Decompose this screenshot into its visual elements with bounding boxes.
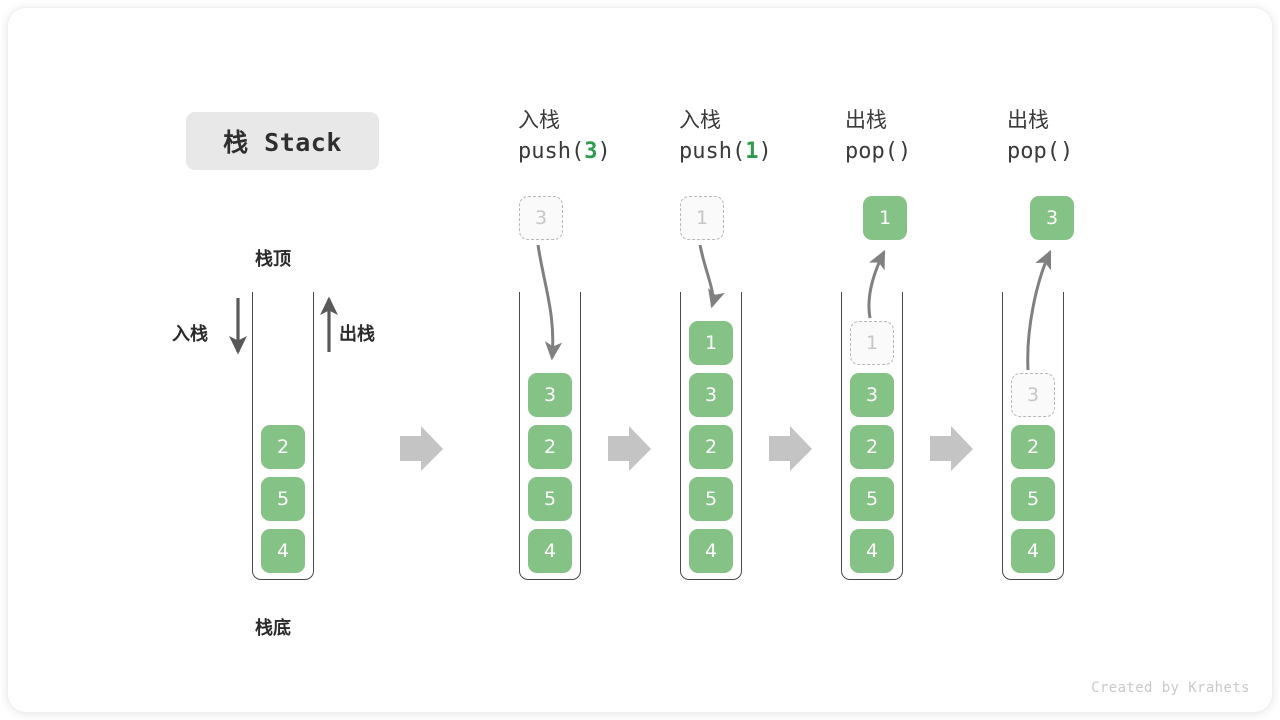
- step-pop-1-floating-item: 1: [863, 196, 907, 240]
- step-operation-code-pop-2: pop(): [1007, 136, 1177, 168]
- step-push-3-floating-item: 3: [519, 196, 563, 240]
- step-pop-1-item-1: 3: [850, 373, 894, 417]
- step-operation-code-pop-1: pop(): [845, 136, 1015, 168]
- code-prefix: push(: [679, 139, 746, 164]
- step-pop-2-item-0: 3: [1011, 373, 1055, 417]
- step-push-1-item-4: 4: [689, 529, 733, 573]
- step-header-push-3: 入栈 push(3): [518, 106, 688, 168]
- step-pop-1-item-4: 4: [850, 529, 894, 573]
- base-stack-item-0: 2: [261, 425, 305, 469]
- step-operation-code-push-3: push(3): [518, 136, 688, 168]
- code-prefix: pop(: [1007, 139, 1060, 164]
- code-prefix: pop(: [845, 139, 898, 164]
- step-push-3-item-3: 4: [528, 529, 572, 573]
- code-suffix: ): [1059, 139, 1074, 164]
- step-operation-cn-pop-1: 出栈: [845, 109, 887, 132]
- step-operation-cn-pop-2: 出栈: [1007, 109, 1049, 132]
- code-suffix: ): [597, 139, 611, 164]
- code-prefix: push(: [518, 139, 585, 164]
- stack-bottom-label: 栈底: [255, 618, 291, 638]
- push-direction-label: 入栈: [172, 324, 208, 344]
- credit-text: Created by Krahets: [1091, 680, 1250, 696]
- pop-direction-label: 出栈: [339, 324, 375, 344]
- step-push-3-item-1: 2: [528, 425, 572, 469]
- step-pop-2-item-3: 4: [1011, 529, 1055, 573]
- step-pop-1-tube: [841, 292, 903, 580]
- step-push-1-item-3: 5: [689, 477, 733, 521]
- base-stack-tube: [252, 292, 314, 580]
- step-header-pop-1: 出栈 pop(): [845, 106, 1015, 168]
- step-operation-cn-push-1: 入栈: [679, 109, 721, 132]
- step-push-1-tube: [680, 292, 742, 580]
- step-pop-1-item-2: 2: [850, 425, 894, 469]
- step-push-1-floating-item: 1: [680, 196, 724, 240]
- step-pop-2-floating-item: 3: [1030, 196, 1074, 240]
- stack-top-label: 栈顶: [255, 249, 291, 269]
- step-operation-cn-push-3: 入栈: [518, 109, 560, 132]
- step-pop-1-item-0: 1: [850, 321, 894, 365]
- base-stack-item-1: 5: [261, 477, 305, 521]
- step-operation-code-push-1: push(1): [679, 136, 849, 168]
- step-push-1-item-1: 3: [689, 373, 733, 417]
- step-pop-2-item-2: 5: [1011, 477, 1055, 521]
- code-suffix: ): [897, 139, 912, 164]
- step-pop-2-item-1: 2: [1011, 425, 1055, 469]
- step-push-1-item-2: 2: [689, 425, 733, 469]
- step-push-1-item-0: 1: [689, 321, 733, 365]
- step-header-pop-2: 出栈 pop(): [1007, 106, 1177, 168]
- step-push-3-item-0: 3: [528, 373, 572, 417]
- code-arg: 3: [584, 139, 598, 164]
- step-header-push-1: 入栈 push(1): [679, 106, 849, 168]
- page-title: 栈 Stack: [186, 112, 379, 170]
- code-suffix: ): [758, 139, 772, 164]
- step-pop-1-item-3: 5: [850, 477, 894, 521]
- step-push-3-tube: [519, 292, 581, 580]
- code-arg: 1: [745, 139, 759, 164]
- step-pop-2-tube: [1002, 292, 1064, 580]
- base-stack-item-2: 4: [261, 529, 305, 573]
- step-push-3-item-2: 5: [528, 477, 572, 521]
